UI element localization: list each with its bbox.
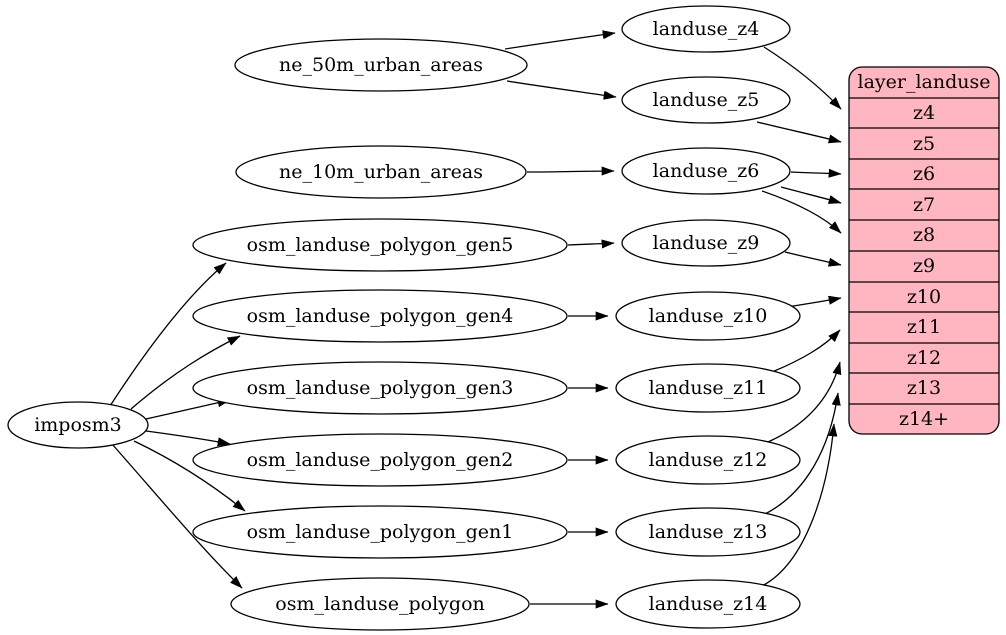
edge-landuse_z10-to-row-z10 <box>786 295 842 308</box>
node-imposm3-label: imposm3 <box>34 414 122 436</box>
node-landuse_z10: landuse_z10 <box>615 291 801 341</box>
edge-landuse_z13-to-row-z13 <box>764 392 841 515</box>
node-landuse_z4: landuse_z4 <box>621 5 791 53</box>
node-osm_landuse_polygon_gen3-label: osm_landuse_polygon_gen3 <box>247 377 514 399</box>
node-landuse_z11: landuse_z11 <box>615 363 801 413</box>
node-landuse_z11-shape <box>615 363 801 413</box>
edge-gen5-to-landuse_z9 <box>567 239 615 249</box>
node-osm_landuse_polygon_gen1-shape <box>192 505 568 559</box>
node-landuse_z10-shape <box>615 291 801 341</box>
edge-landuse_z11-to-row-z11 <box>771 329 841 373</box>
edge-landuse_z5-to-row-z5 <box>756 121 842 144</box>
node-osm_landuse_polygon_gen5-label: osm_landuse_polygon_gen5 <box>247 234 514 256</box>
edge-imposm3-to-gen4 <box>130 335 241 410</box>
edge-ne10m-to-landuse_z6 <box>526 166 615 176</box>
edge-group <box>109 30 842 609</box>
node-landuse_z13-label: landuse_z13 <box>649 521 768 543</box>
edge-ne50m-to-landuse_z4 <box>504 30 616 50</box>
node-osm_landuse_polygon_gen5: osm_landuse_polygon_gen5 <box>192 218 568 272</box>
node-osm_landuse_polygon_gen5-shape <box>192 218 568 272</box>
record-row-z12: z12 <box>907 347 941 369</box>
node-landuse_z9-shape <box>621 219 791 267</box>
node-osm_landuse_polygon_gen4-shape <box>192 289 568 343</box>
node-landuse_z11-label: landuse_z11 <box>649 377 768 399</box>
node-osm_landuse_polygon_gen1-label: osm_landuse_polygon_gen1 <box>247 521 514 543</box>
node-landuse_z6-label: landuse_z6 <box>653 160 760 182</box>
node-osm_landuse_polygon_gen2-shape <box>192 433 568 487</box>
node-landuse_z6-shape <box>621 147 791 195</box>
node-landuse_z5: landuse_z5 <box>621 76 791 124</box>
node-landuse_z14: landuse_z14 <box>615 579 801 629</box>
record-row-z10: z10 <box>907 286 941 308</box>
node-osm_landuse_polygon-shape <box>230 577 530 631</box>
record-row-z6: z6 <box>913 163 935 185</box>
node-landuse_z10-label: landuse_z10 <box>649 305 768 327</box>
node-imposm3-shape <box>7 401 149 449</box>
edge-landuse_z6-to-row-z7 <box>780 186 842 204</box>
record-title: layer_landuse <box>858 71 991 93</box>
node-landuse_z9-label: landuse_z9 <box>653 232 760 254</box>
node-landuse_z12-label: landuse_z12 <box>649 449 768 471</box>
node-osm_landuse_polygon_gen4-label: osm_landuse_polygon_gen4 <box>247 305 514 327</box>
node-imposm3: imposm3 <box>7 401 149 449</box>
node-ne_10m_urban_areas: ne_10m_urban_areas <box>235 145 527 199</box>
node-landuse_z13-shape <box>615 507 801 557</box>
node-landuse_z6: landuse_z6 <box>621 147 791 195</box>
edge-landuse_z14-to-row-z14 <box>761 423 838 587</box>
node-ne_50m_urban_areas: ne_50m_urban_areas <box>234 38 528 92</box>
record-row-z8: z8 <box>913 224 935 246</box>
edge-imposm3-to-polygon <box>111 443 243 589</box>
record-row-z13: z13 <box>907 377 941 399</box>
edge-imposm3-to-gen2 <box>145 430 231 447</box>
node-landuse_z14-label: landuse_z14 <box>649 593 768 615</box>
record-row-z14: z14+ <box>899 408 949 430</box>
node-landuse_z12: landuse_z12 <box>615 435 801 485</box>
node-landuse_z13: landuse_z13 <box>615 507 801 557</box>
node-landuse_z5-shape <box>621 76 791 124</box>
record-row-z5: z5 <box>913 133 935 155</box>
node-osm_landuse_polygon-label: osm_landuse_polygon <box>275 593 485 615</box>
node-landuse_z4-label: landuse_z4 <box>653 18 760 40</box>
record-row-z7: z7 <box>913 194 935 216</box>
node-ne_10m_urban_areas-label: ne_10m_urban_areas <box>279 161 483 183</box>
node-landuse_z12-shape <box>615 435 801 485</box>
edge-landuse_z6-to-row-z6 <box>790 168 842 178</box>
node-osm_landuse_polygon_gen3-shape <box>192 361 568 415</box>
edge-imposm3-to-gen1 <box>133 440 246 512</box>
edge-landuse_z9-to-row-z9 <box>784 251 842 267</box>
record-row-z11: z11 <box>907 316 941 338</box>
record-row-separators <box>849 97 999 405</box>
edge-ne50m-to-landuse_z5 <box>506 80 617 100</box>
edge-landuse_z12-to-row-z12 <box>767 361 842 443</box>
record-row-z4: z4 <box>913 102 935 124</box>
node-osm_landuse_polygon: osm_landuse_polygon <box>230 577 530 631</box>
record-row-z9: z9 <box>913 255 935 277</box>
edge-landuse_z4-to-row-z4 <box>763 46 842 110</box>
node-osm_landuse_polygon_gen2-label: osm_landuse_polygon_gen2 <box>247 449 514 471</box>
node-ne_50m_urban_areas-label: ne_50m_urban_areas <box>279 54 483 76</box>
node-landuse_z4-shape <box>621 5 791 53</box>
node-osm_landuse_polygon_gen4: osm_landuse_polygon_gen4 <box>192 289 568 343</box>
edge-imposm3-to-gen5 <box>109 262 227 407</box>
node-osm_landuse_polygon_gen1: osm_landuse_polygon_gen1 <box>192 505 568 559</box>
node-landuse_z5-label: landuse_z5 <box>653 89 760 111</box>
node-osm_landuse_polygon_gen2: osm_landuse_polygon_gen2 <box>192 433 568 487</box>
node-ne_50m_urban_areas-shape <box>234 38 528 92</box>
node-landuse_z9: landuse_z9 <box>621 219 791 267</box>
node-ne_10m_urban_areas-shape <box>235 145 527 199</box>
node-landuse_z14-shape <box>615 579 801 629</box>
node-osm_landuse_polygon_gen3: osm_landuse_polygon_gen3 <box>192 361 568 415</box>
edge-landuse_z6-to-row-z8 <box>761 190 842 234</box>
record-layer_landuse: layer_landuse z4 z5 z6 z7 z8 z9 z10 z11 … <box>848 66 1000 435</box>
edge-imposm3-to-gen3 <box>145 398 231 420</box>
